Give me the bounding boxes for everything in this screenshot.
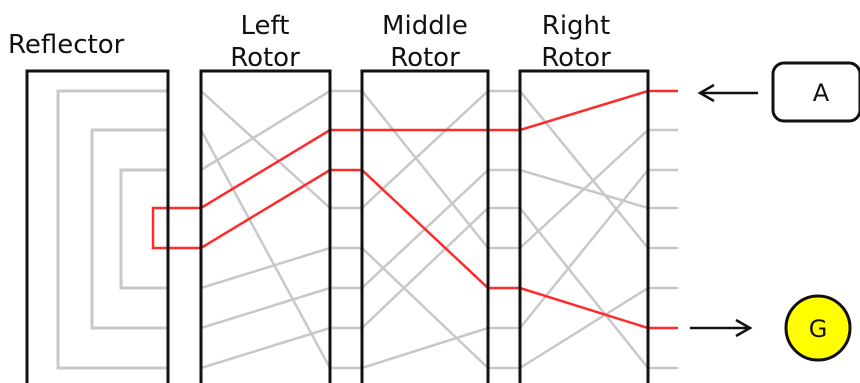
left-rotor-wiring bbox=[199, 89, 332, 370]
output-lamp-label: G bbox=[809, 315, 828, 343]
right-rotor-wiring bbox=[519, 90, 649, 370]
input-key-label: A bbox=[813, 79, 830, 107]
reflector-label: Reflector bbox=[8, 30, 125, 60]
contact-stubs bbox=[648, 128, 678, 370]
left-rotor-label-line2: Rotor bbox=[230, 43, 300, 73]
left-rotor-label-line1: Left bbox=[240, 11, 290, 41]
right-rotor-frame bbox=[518, 69, 650, 383]
output-arrow bbox=[690, 318, 753, 338]
middle-rotor-label-line1: Middle bbox=[382, 11, 468, 41]
signal-path bbox=[151, 89, 678, 330]
output-lamp bbox=[784, 294, 852, 362]
right-rotor-label-line2: Rotor bbox=[541, 43, 611, 73]
middle-rotor-label-line2: Rotor bbox=[390, 43, 460, 73]
reflector-wiring bbox=[56, 89, 168, 370]
frames bbox=[25, 69, 650, 383]
reflector-frame bbox=[25, 69, 170, 383]
left-rotor-frame bbox=[199, 69, 332, 383]
middle-rotor-frame bbox=[360, 69, 490, 383]
input-arrow bbox=[697, 83, 758, 103]
right-rotor-label-line1: Right bbox=[541, 11, 611, 41]
input-key-box bbox=[771, 61, 860, 123]
